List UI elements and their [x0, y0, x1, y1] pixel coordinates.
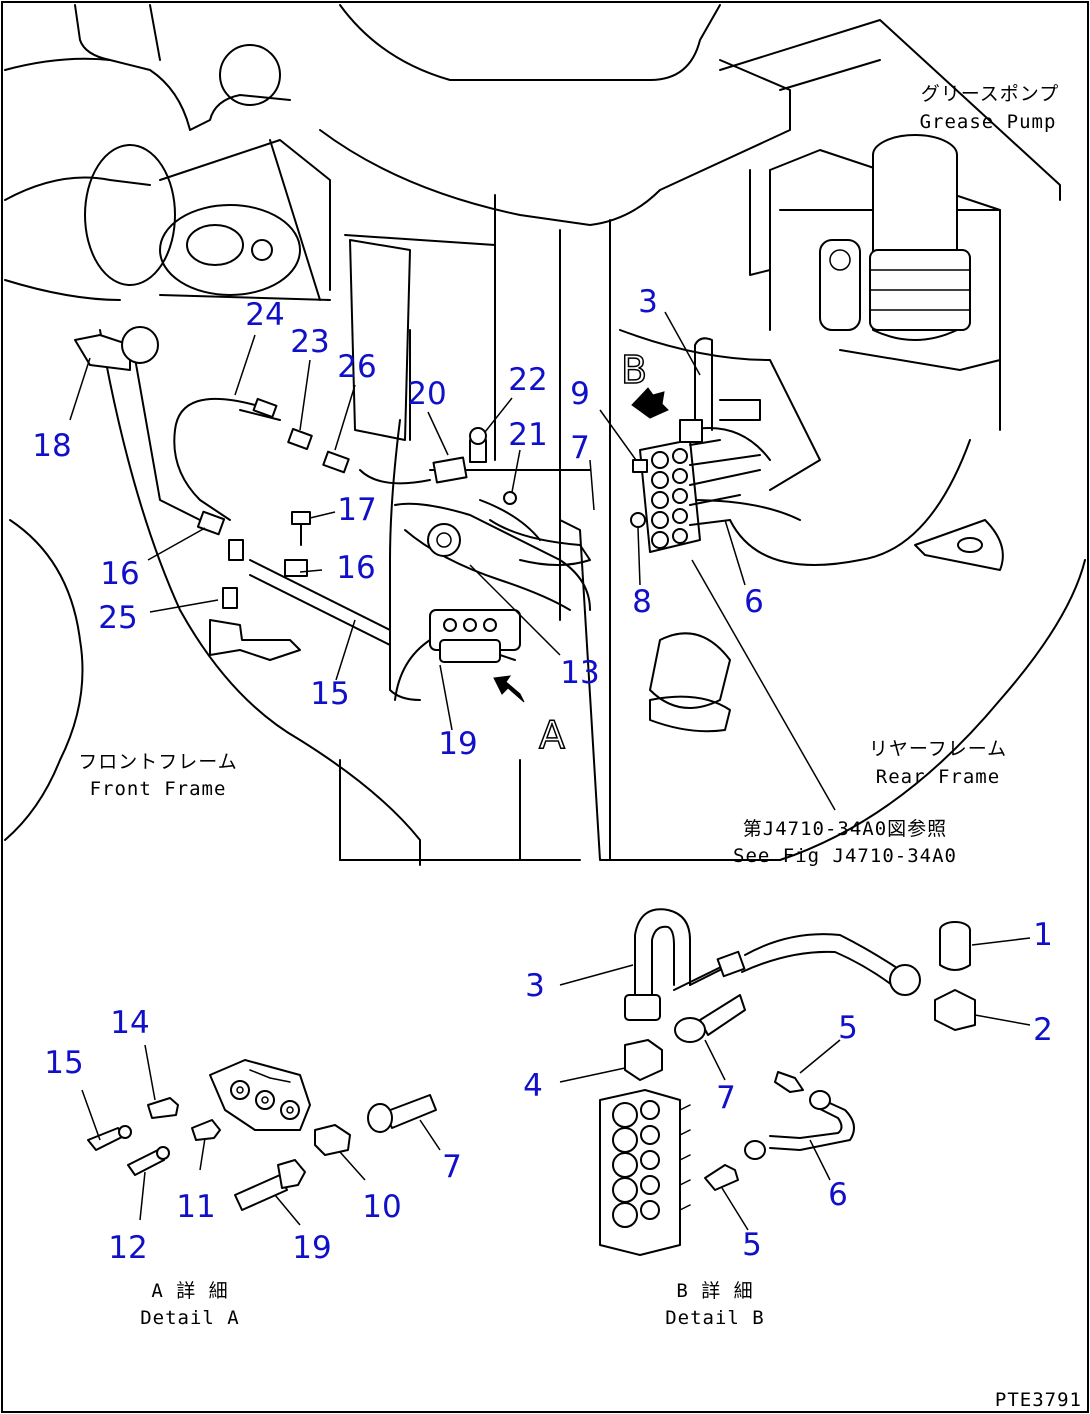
- rear-frame-label-jp: リヤーフレーム: [869, 738, 1007, 760]
- callout-3-detail-b: 3: [525, 968, 545, 1004]
- callout-16-right: 16: [336, 550, 375, 586]
- detail-a-view: [81, 1044, 441, 1226]
- callout-14: 14: [110, 1005, 149, 1041]
- callout-7-detail-a: 7: [442, 1149, 462, 1185]
- callout-7-main: 7: [570, 430, 590, 466]
- view-letter-a: A: [539, 713, 565, 757]
- callout-19-detail-a: 19: [292, 1230, 331, 1266]
- grease-pump-label-en: Grease Pump: [920, 111, 1057, 133]
- callout-23: 23: [290, 324, 329, 360]
- callout-9: 9: [570, 376, 590, 412]
- detail-a-label-en: Detail A: [140, 1307, 240, 1329]
- callout-6-main: 6: [744, 584, 764, 620]
- callout-15-detail-a: 15: [44, 1045, 83, 1081]
- callout-5-upper: 5: [838, 1010, 858, 1046]
- see-figure-label-jp: 第J4710-34A0図参照: [743, 818, 947, 840]
- rear-frame-label-en: Rear Frame: [876, 766, 1000, 788]
- callout-2: 2: [1033, 1012, 1053, 1048]
- callout-20: 20: [407, 376, 446, 412]
- callout-3-main: 3: [638, 284, 658, 320]
- drawing-code: PTE3791: [995, 1389, 1082, 1411]
- grease-pump: [819, 134, 971, 341]
- callout-12: 12: [108, 1230, 147, 1266]
- callout-19-main: 19: [438, 726, 477, 762]
- callout-7-detail-b: 7: [716, 1080, 736, 1116]
- callout-22: 22: [508, 362, 547, 398]
- callout-17: 17: [337, 492, 376, 528]
- main-assembly-view: [4, 4, 1086, 866]
- detail-b-view: [559, 908, 1031, 1256]
- callout-10: 10: [362, 1189, 401, 1225]
- grease-pump-label-jp: グリースポンプ: [921, 83, 1059, 105]
- callout-25: 25: [98, 600, 137, 636]
- callout-13: 13: [560, 655, 599, 691]
- callout-18: 18: [32, 428, 71, 464]
- distributor-block-lower: [394, 609, 521, 701]
- view-letter-b: B: [621, 348, 647, 392]
- distributor-block-main: [639, 337, 761, 553]
- callout-21: 21: [508, 417, 547, 453]
- detail-b-label-en: Detail B: [665, 1307, 765, 1329]
- see-figure-label-en: See Fig J4710-34A0: [733, 845, 957, 867]
- callout-5-lower: 5: [742, 1227, 762, 1263]
- callout-8: 8: [632, 584, 652, 620]
- callout-26: 26: [337, 349, 376, 385]
- front-frame-label-en: Front Frame: [90, 778, 227, 800]
- view-b-arrow: [631, 387, 669, 419]
- front-frame-label-jp: フロントフレーム: [78, 751, 237, 773]
- leader-lines-main: [69, 311, 836, 811]
- callout-6-detail-b: 6: [828, 1177, 848, 1213]
- view-a-arrow: [493, 675, 525, 703]
- callout-1: 1: [1033, 917, 1053, 953]
- callout-24: 24: [245, 297, 284, 333]
- detail-b-label-jp: B 詳 細: [676, 1280, 753, 1302]
- detail-a-label-jp: A 詳 細: [151, 1280, 228, 1302]
- callout-4: 4: [523, 1068, 543, 1104]
- callout-11: 11: [176, 1189, 215, 1225]
- callout-15-main: 15: [310, 676, 349, 712]
- callout-16-left: 16: [100, 556, 139, 592]
